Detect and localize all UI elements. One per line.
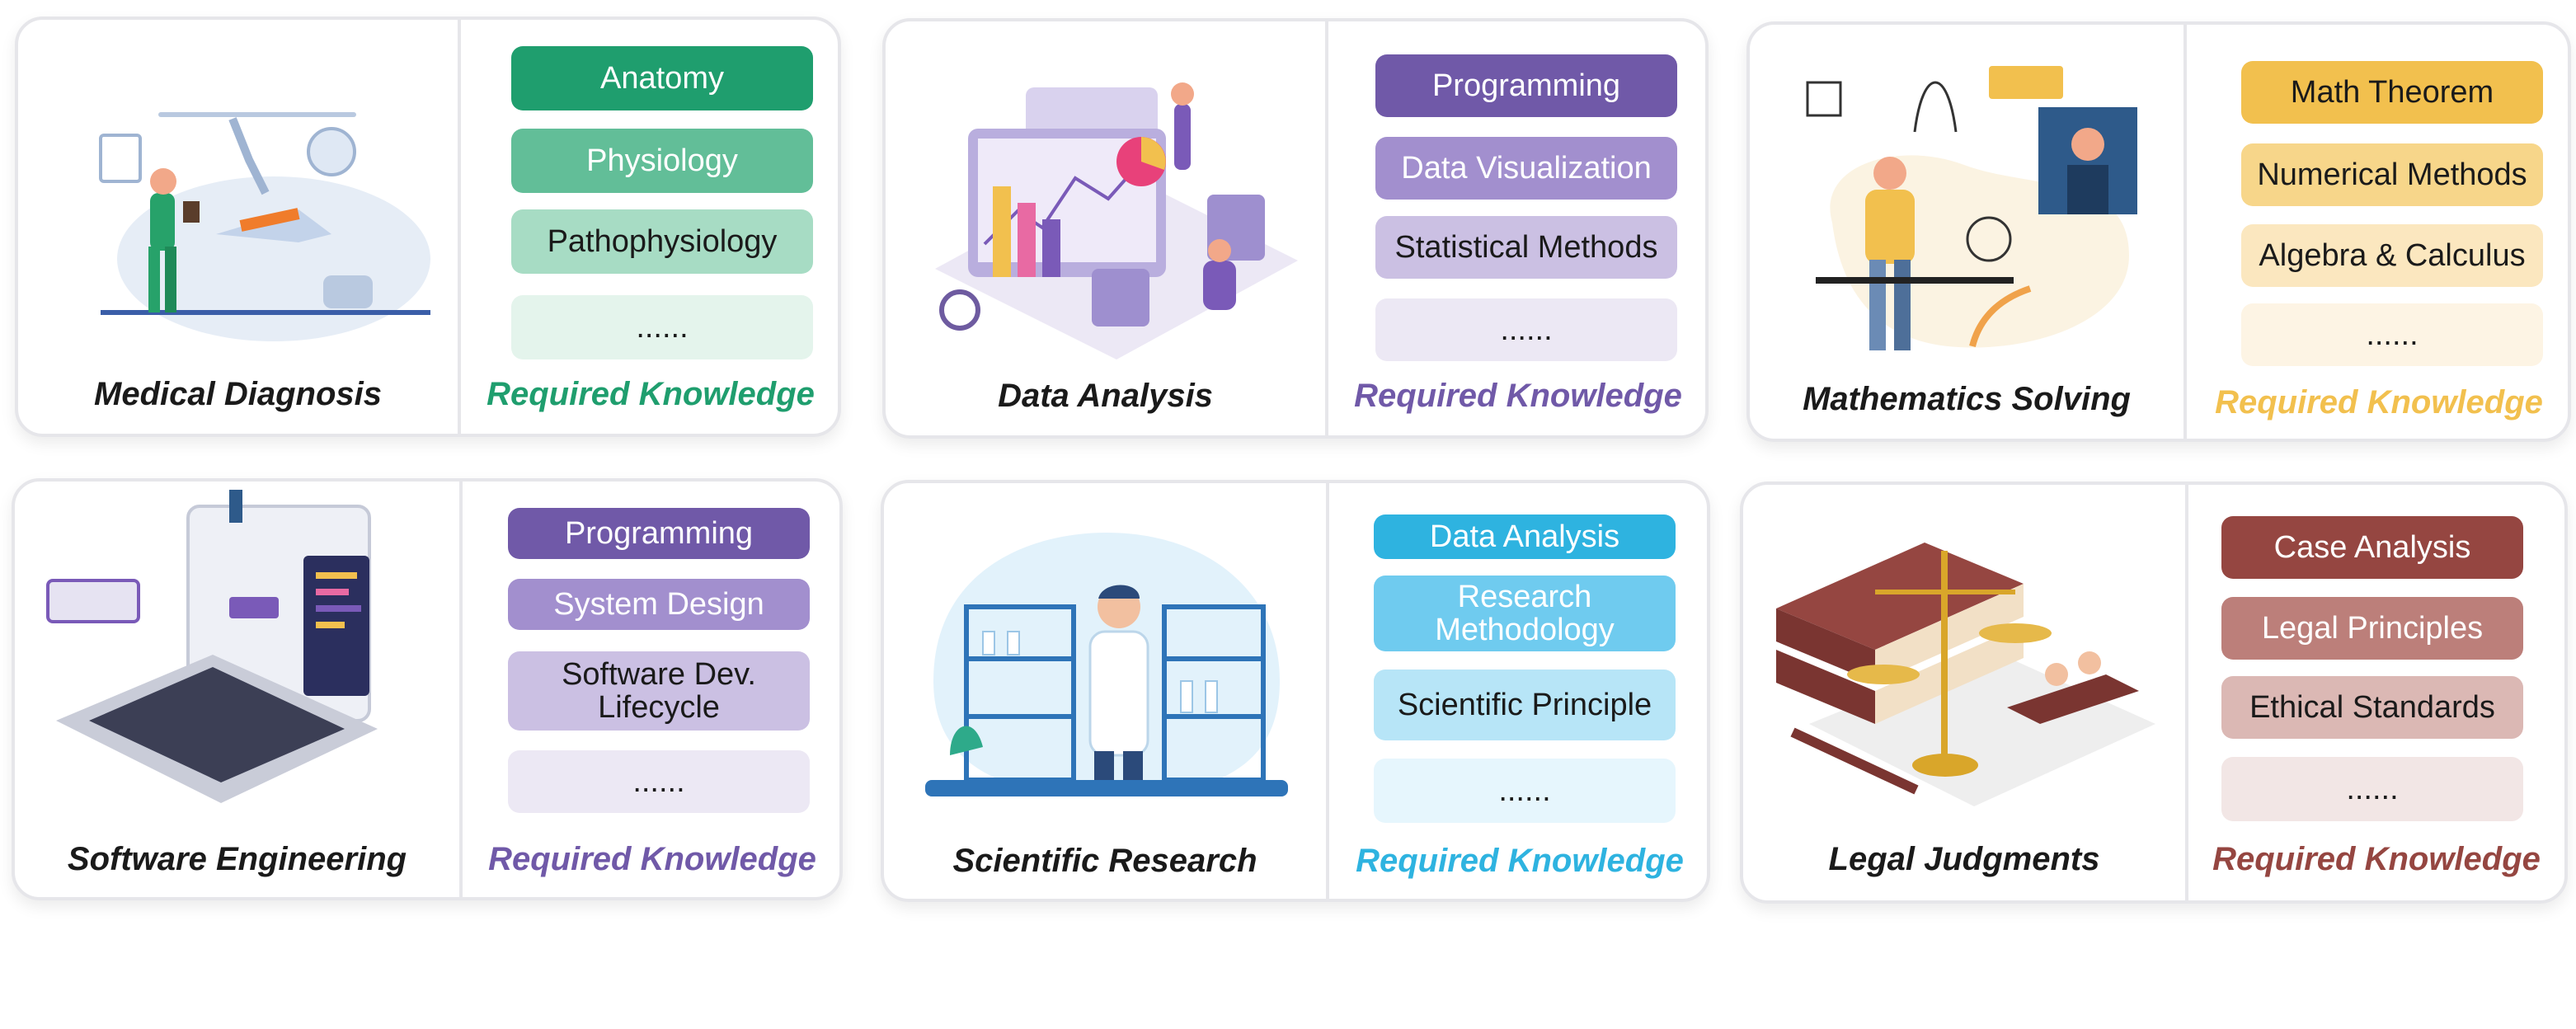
task-card-mathematics-solving: Mathematics Solving Math Theorem Numeric…: [1746, 21, 2571, 442]
card-divider: [2185, 485, 2188, 900]
required-knowledge-label: Required Knowledge: [487, 376, 815, 412]
card-divider: [1325, 21, 1328, 435]
doctor-patient-illustration-icon: [99, 112, 430, 341]
card-divider: [1326, 483, 1329, 899]
required-knowledge-label: Required Knowledge: [1354, 378, 1682, 414]
knowledge-item: ......: [2221, 757, 2523, 821]
knowledge-item: System Design: [508, 579, 810, 630]
knowledge-item: Data Analysis: [1374, 514, 1676, 559]
task-title: Data Analysis: [998, 378, 1213, 414]
knowledge-item: Physiology: [511, 129, 813, 193]
required-knowledge-label: Required Knowledge: [2215, 384, 2543, 421]
task-title: Medical Diagnosis: [94, 376, 382, 412]
laptop-code-illustration-icon: [46, 490, 378, 803]
knowledge-item: Statistical Methods: [1375, 216, 1677, 279]
task-title: Legal Judgments: [1828, 841, 2100, 877]
knowledge-item: Ethical Standards: [2221, 676, 2523, 739]
knowledge-item: Algebra & Calculus: [2241, 224, 2543, 287]
task-card-scientific-research: Scientific Research Data Analysis Resear…: [881, 480, 1710, 902]
knowledge-item: Anatomy: [511, 46, 813, 110]
knowledge-item: Case Analysis: [2221, 516, 2523, 579]
knowledge-item: Numerical Methods: [2241, 143, 2543, 206]
knowledge-item: Software Dev. Lifecycle: [508, 651, 810, 731]
knowledge-item: ......: [1375, 298, 1677, 361]
task-card-data-analysis: Data Analysis Programming Data Visualiza…: [882, 18, 1709, 439]
required-knowledge-label: Required Knowledge: [488, 841, 816, 877]
knowledge-item: Programming: [1375, 54, 1677, 117]
task-title: Software Engineering: [67, 841, 407, 877]
knowledge-item: Research Methodology: [1374, 576, 1676, 651]
knowledge-item: ......: [508, 750, 810, 813]
math-whiteboard-illustration-icon: [1806, 66, 2137, 350]
required-knowledge-label: Required Knowledge: [2212, 841, 2541, 877]
card-divider: [459, 482, 463, 897]
data-dashboard-illustration-icon: [935, 82, 1298, 359]
knowledge-item: Data Visualization: [1375, 137, 1677, 200]
knowledge-item: ......: [1374, 759, 1676, 823]
task-card-software-engineering: Software Engineering Programming System …: [12, 478, 843, 900]
knowledge-item: ......: [511, 295, 813, 359]
scientist-lab-illustration-icon: [925, 533, 1288, 796]
task-title: Scientific Research: [952, 843, 1257, 879]
law-books-scales-illustration-icon: [1776, 543, 2155, 806]
knowledge-item: Programming: [508, 508, 810, 559]
knowledge-item: Math Theorem: [2241, 61, 2543, 124]
required-knowledge-label: Required Knowledge: [1356, 843, 1684, 879]
card-divider: [2183, 25, 2187, 439]
knowledge-item: Pathophysiology: [511, 209, 813, 274]
task-card-legal-judgments: Legal Judgments Case Analysis Legal Prin…: [1740, 482, 2568, 904]
task-card-medical-diagnosis: Medical Diagnosis Anatomy Physiology Pat…: [15, 16, 841, 437]
task-title: Mathematics Solving: [1803, 381, 2131, 417]
knowledge-item: Scientific Principle: [1374, 670, 1676, 740]
card-divider: [458, 20, 461, 434]
knowledge-item: Legal Principles: [2221, 597, 2523, 660]
knowledge-item: ......: [2241, 303, 2543, 366]
